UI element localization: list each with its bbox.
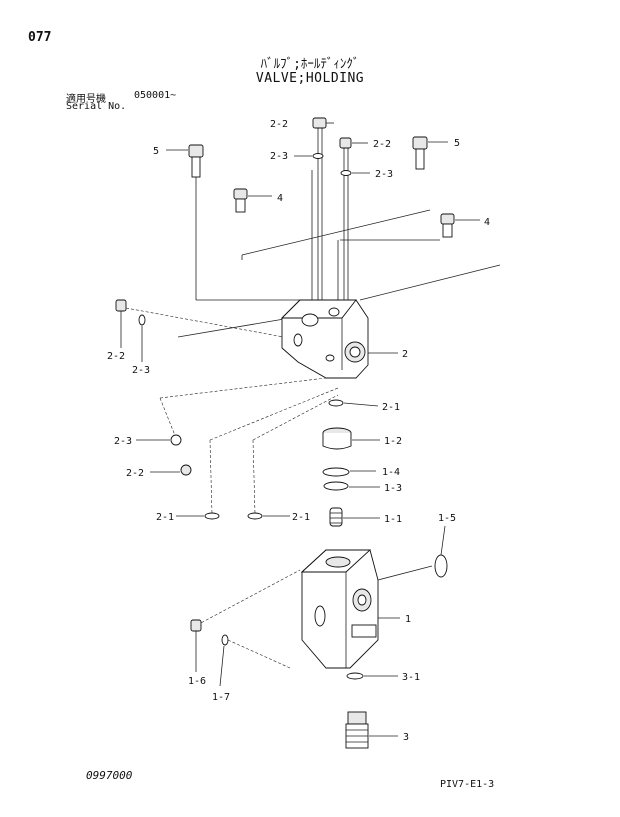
screw-plug-2-2-top (312, 117, 334, 129)
bolt-4-mid (233, 188, 272, 213)
serial-number-value: 050001~ (134, 90, 177, 101)
o-ring-2-3-top (294, 153, 324, 159)
valve-body-1 (300, 549, 433, 669)
callout-2-2-left: 2-2 (107, 351, 125, 362)
upper-tubes (195, 128, 501, 301)
callout-3: 3 (403, 732, 409, 743)
spring-1-1 (329, 507, 380, 527)
callout-1-1: 1-1 (384, 514, 402, 525)
callout-5-right: 5 (454, 138, 460, 149)
screw-plug-2-2-mid (150, 464, 192, 476)
callout-1-7: 1-7 (212, 692, 230, 703)
screw-plug-2-2-left (115, 299, 127, 348)
bolt-5-left (166, 144, 204, 178)
screw-plug-2-2-right (339, 137, 368, 149)
o-ring-1-5 (434, 525, 448, 578)
serial-label-english: Serial No. (66, 101, 127, 112)
callout-2-1-a: 2-1 (382, 402, 400, 413)
callout-2: 2 (402, 349, 408, 360)
o-ring-2-1-b (176, 512, 220, 520)
callout-1: 1 (405, 614, 411, 625)
o-ring-3-1 (346, 672, 398, 680)
bolt-1-6 (190, 619, 202, 672)
o-ring-2-3-right (340, 170, 370, 176)
callout-2-2-right: 2-2 (373, 139, 391, 150)
page-number: 077 (28, 30, 52, 45)
title-english: VALVE;HOLDING (255, 71, 365, 86)
callout-1-3: 1-3 (384, 483, 402, 494)
callout-1-2: 1-2 (384, 436, 402, 447)
callout-3-1: 3-1 (402, 672, 420, 683)
o-ring-2-1-a (328, 399, 379, 407)
o-ring-2-3-mid (136, 434, 182, 446)
o-ring-1-7 (219, 634, 229, 687)
callout-1-5: 1-5 (438, 513, 456, 524)
date-code: 0997000 (86, 769, 133, 782)
check-valve-3 (345, 711, 398, 749)
callout-4-right: 4 (484, 217, 490, 228)
callout-1-6: 1-6 (188, 676, 206, 687)
drawing-code: PIV7-E1-3 (440, 779, 495, 790)
backup-ring-1-4 (322, 467, 376, 477)
o-ring-1-3 (323, 481, 380, 491)
callout-2-2-top: 2-2 (270, 119, 288, 130)
o-ring-2-3-left (125, 307, 301, 362)
callout-2-3-top: 2-3 (270, 151, 288, 162)
serial-label-japanese: 適用号機 (66, 94, 106, 105)
callout-1-4: 1-4 (382, 467, 400, 478)
callout-2-3-left: 2-3 (132, 365, 150, 376)
callout-5-left: 5 (153, 146, 159, 157)
callout-2-1-c: 2-1 (292, 512, 310, 523)
callout-4-mid: 4 (277, 193, 283, 204)
title-japanese: ﾊﾞﾙﾌﾞ;ﾎｰﾙﾃﾞｨﾝｸﾞ (260, 57, 360, 72)
bolt-4-right (440, 213, 480, 238)
o-ring-2-1-c (247, 512, 290, 520)
callout-2-1-b: 2-1 (156, 512, 174, 523)
cap-1-2 (322, 427, 380, 450)
callout-2-3-mid: 2-3 (114, 436, 132, 447)
callout-2-3-right: 2-3 (375, 169, 393, 180)
holding-valve-body-2 (280, 299, 398, 379)
callout-2-2-mid: 2-2 (126, 468, 144, 479)
bolt-5-right (412, 136, 448, 170)
